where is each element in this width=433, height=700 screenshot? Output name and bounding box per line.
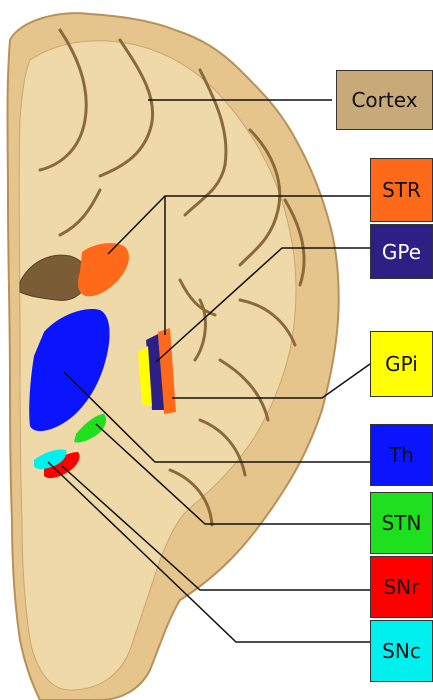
label-cortex: Cortex bbox=[336, 70, 433, 130]
label-gpe: GPe bbox=[370, 224, 433, 279]
label-gpe-text: GPe bbox=[382, 240, 421, 264]
label-snr-text: SNr bbox=[384, 575, 420, 599]
label-th-text: Th bbox=[389, 443, 414, 467]
label-stn: STN bbox=[370, 492, 433, 554]
label-gpi-text: GPi bbox=[385, 352, 418, 376]
label-str: STR bbox=[370, 158, 433, 222]
label-snr: SNr bbox=[370, 556, 433, 618]
label-gpi: GPi bbox=[370, 331, 433, 397]
label-snc: SNc bbox=[370, 620, 433, 682]
label-cortex-text: Cortex bbox=[351, 88, 417, 112]
label-th: Th bbox=[370, 424, 433, 486]
label-stn-text: STN bbox=[382, 511, 422, 535]
label-snc-text: SNc bbox=[382, 639, 421, 663]
label-str-text: STR bbox=[382, 178, 421, 202]
